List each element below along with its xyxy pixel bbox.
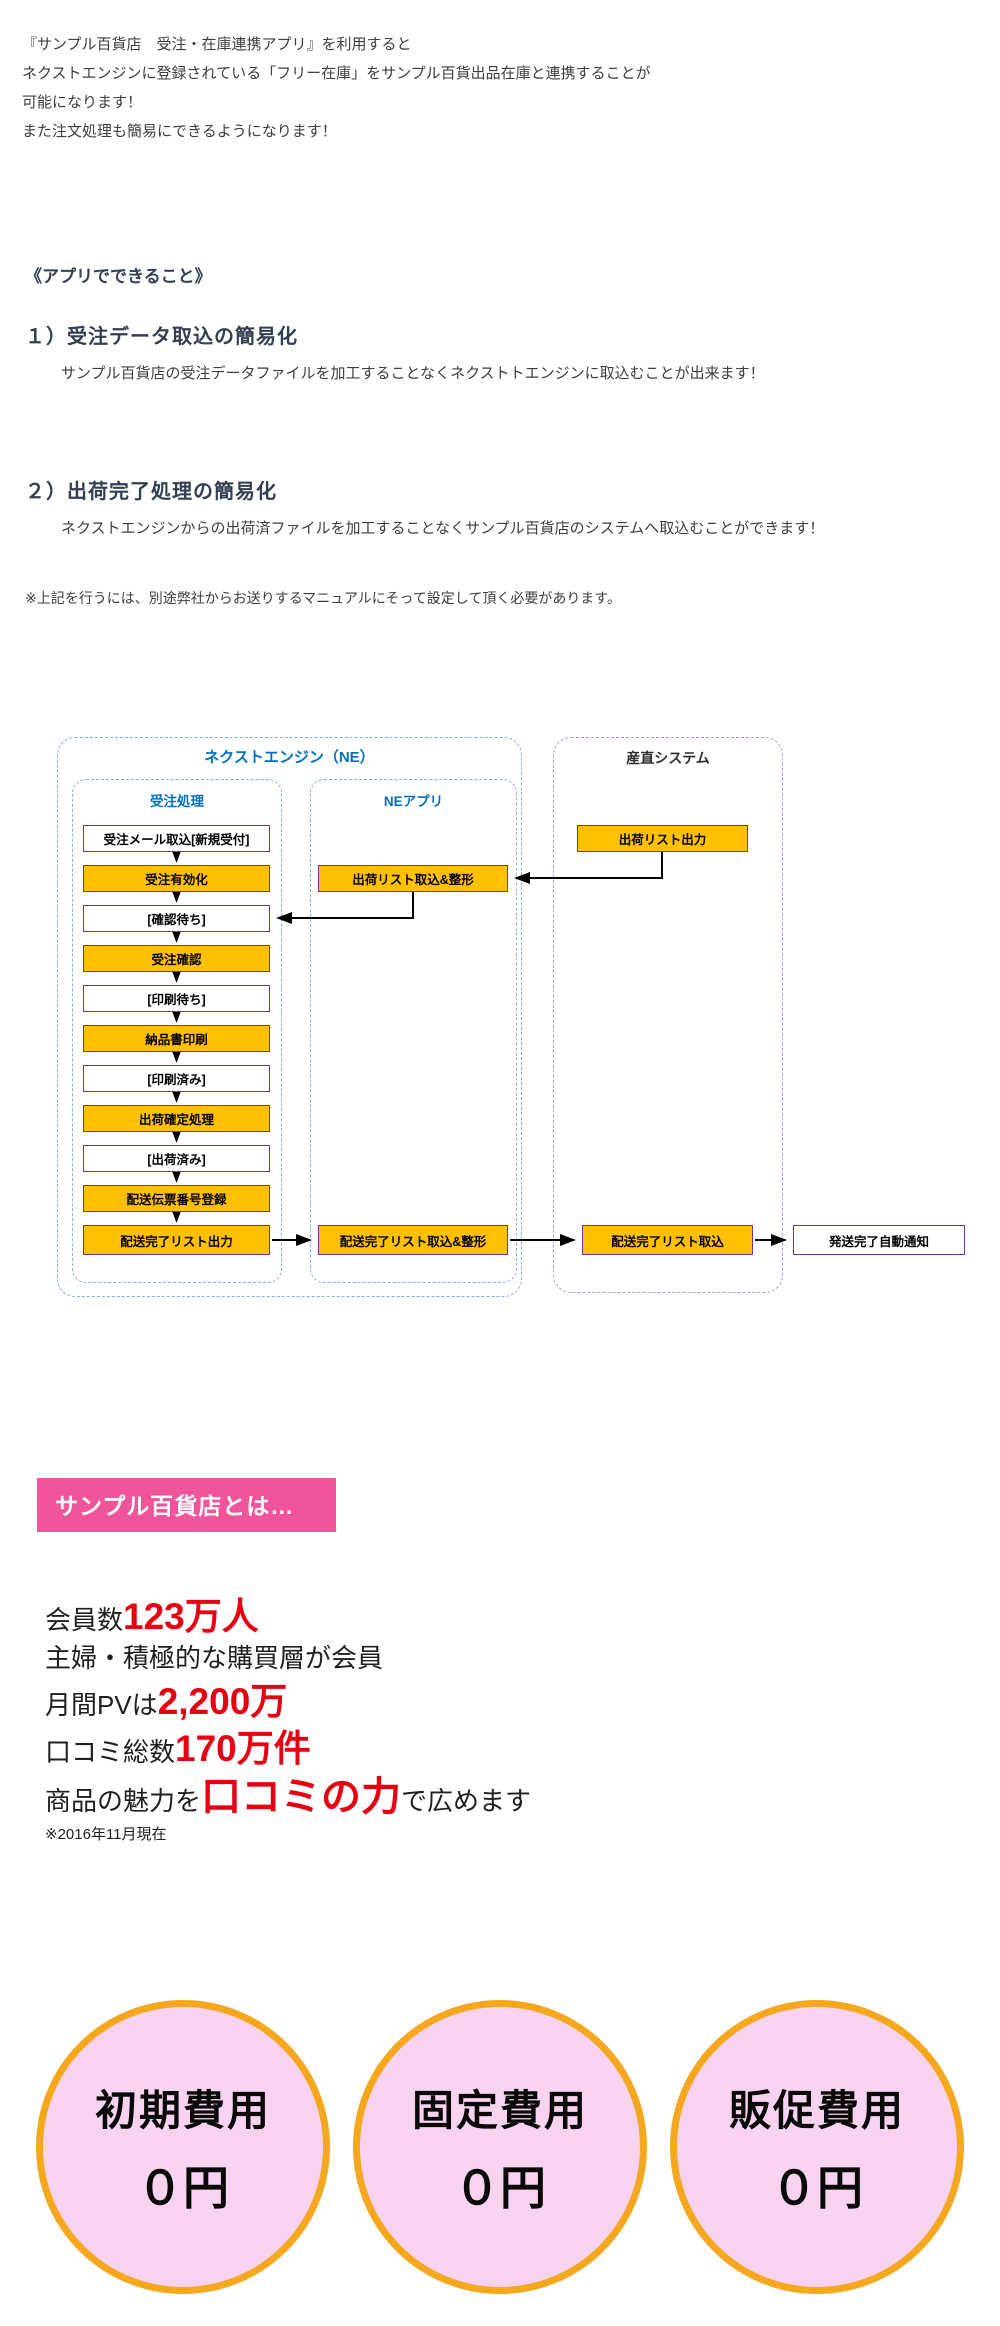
feature-1-body: サンプル百貨店の受注データファイルを加工することなくネクストトエンジンに取込むこ… <box>61 365 765 382</box>
feature-2: ２）出荷完了処理の簡易化 ネクストエンジンからの出荷済ファイルを加工することなく… <box>25 475 970 543</box>
pricing-circle-initial: 初期費用 ０円 <box>36 2000 330 2294</box>
circle-value: ０円 <box>137 2161 229 2214</box>
intro-paragraph: 『サンプル百貨店 受注・在庫連携アプリ』を利用すると ネクストエンジンに登録され… <box>22 30 651 146</box>
flow-step-slip-print: 納品書印刷 <box>83 1025 270 1052</box>
word-of-mouth-stat: 商品の魅力を口コミの力で広めます <box>45 1777 531 1817</box>
flow-step-delivery-list-export: 配送完了リスト出力 <box>83 1225 270 1255</box>
circle-label: 販促費用 <box>728 2086 905 2134</box>
circle-value: ０円 <box>771 2161 863 2214</box>
flow-step-deliverylist-import: 配送完了リスト取込 <box>582 1225 753 1255</box>
order-process-title: 受注処理 <box>150 794 204 809</box>
stats-block: 会員数123万人 主婦・積極的な購買層が会員 月間PVは2,200万 口コミ総数… <box>45 1598 531 1842</box>
stat-prefix: 口コミ総数 <box>45 1737 176 1767</box>
feature-2-heading: ２）出荷完了処理の簡易化 <box>25 481 277 503</box>
intro-line-1: 『サンプル百貨店 受注・在庫連携アプリ』を利用すると <box>22 36 412 53</box>
flow-step-shiplist-import-format: 出荷リスト取込&整形 <box>318 865 508 892</box>
flow-step-shipped: [出荷済み] <box>83 1145 270 1172</box>
ne-app-column: NEアプリ <box>310 779 517 1283</box>
intro-line-4: また注文処理も簡易にできるようになります！ <box>22 123 337 140</box>
stats-note: ※2016年11月現在 <box>45 1826 167 1843</box>
sanchoku-container: 産直システム <box>553 737 783 1293</box>
stat-prefix: 月間PVは <box>45 1690 158 1720</box>
intro-line-2: ネクストエンジンに登録されている「フリー在庫」をサンプル百貨出品在庫と連携するこ… <box>22 65 651 82</box>
flow-step-printed: [印刷済み] <box>83 1065 270 1092</box>
sanchoku-title: 産直システム <box>626 750 710 766</box>
shipping-complete-notice-box: 発送完了自動通知 <box>793 1225 965 1255</box>
stat-suffix: で広めます <box>401 1786 532 1816</box>
circle-label: 固定費用 <box>411 2086 588 2134</box>
nextengine-title: ネクストエンジン（NE） <box>204 749 375 766</box>
intro-line-3: 可能になります！ <box>22 94 143 111</box>
stat-prefix: 主婦・積極的な購買層が会員 <box>45 1643 384 1673</box>
flow-step-print-wait: [印刷待ち] <box>83 985 270 1012</box>
nextengine-container: ネクストエンジン（NE） <box>57 737 522 1297</box>
flow-step-tracking-register: 配送伝票番号登録 <box>83 1185 270 1212</box>
member-count-stat: 会員数123万人 <box>45 1598 531 1635</box>
flow-step-shiplist-export: 出荷リスト出力 <box>577 825 748 852</box>
setup-note: ※上記を行うには、別途弊社からお送りするマニュアルにそって設定して頂く必要があり… <box>25 590 621 606</box>
circle-label: 初期費用 <box>94 2086 271 2134</box>
ne-app-title: NEアプリ <box>383 794 444 809</box>
feature-1: １）受注データ取込の簡易化 サンプル百貨店の受注データファイルを加工することなく… <box>25 320 970 388</box>
system-flow-diagram: ネクストエンジン（NE） 受注処理 NEアプリ 産直システム <box>40 720 980 1320</box>
review-count-stat: 口コミ総数170万件 <box>45 1730 531 1767</box>
flow-step-order-mail-import: 受注メール取込[新規受付] <box>83 825 270 852</box>
flow-step-order-confirm: 受注確認 <box>83 945 270 972</box>
circle-value: ０円 <box>454 2161 546 2214</box>
member-profile-stat: 主婦・積極的な購買層が会員 <box>45 1645 531 1671</box>
stat-prefix: 会員数 <box>45 1605 124 1635</box>
monthly-pv-stat: 月間PVは2,200万 <box>45 1683 531 1720</box>
flow-step-deliverylist-import-format: 配送完了リスト取込&整形 <box>318 1225 508 1255</box>
stat-prefix: 商品の魅力を <box>45 1786 202 1816</box>
stat-highlight: 123万人 <box>123 1596 259 1637</box>
flow-step-confirm-wait: [確認待ち] <box>83 905 270 932</box>
stat-highlight: 2,200万 <box>157 1681 288 1722</box>
pricing-circle-fixed: 固定費用 ０円 <box>353 2000 647 2294</box>
pricing-circle-promo: 販促費用 ０円 <box>670 2000 964 2294</box>
flow-step-order-activate: 受注有効化 <box>83 865 270 892</box>
order-process-column: 受注処理 <box>72 779 282 1283</box>
stat-highlight: 170万件 <box>175 1728 311 1769</box>
app-features-title: 《アプリでできること》 <box>25 267 212 286</box>
stat-highlight: 口コミの力 <box>201 1775 402 1819</box>
feature-1-heading: １）受注データ取込の簡易化 <box>25 326 298 348</box>
feature-2-body: ネクストエンジンからの出荷済ファイルを加工することなくサンプル百貨店のシステムへ… <box>61 520 825 537</box>
about-badge: サンプル百貨店とは… <box>37 1478 337 1532</box>
flow-step-ship-fix: 出荷確定処理 <box>83 1105 270 1132</box>
